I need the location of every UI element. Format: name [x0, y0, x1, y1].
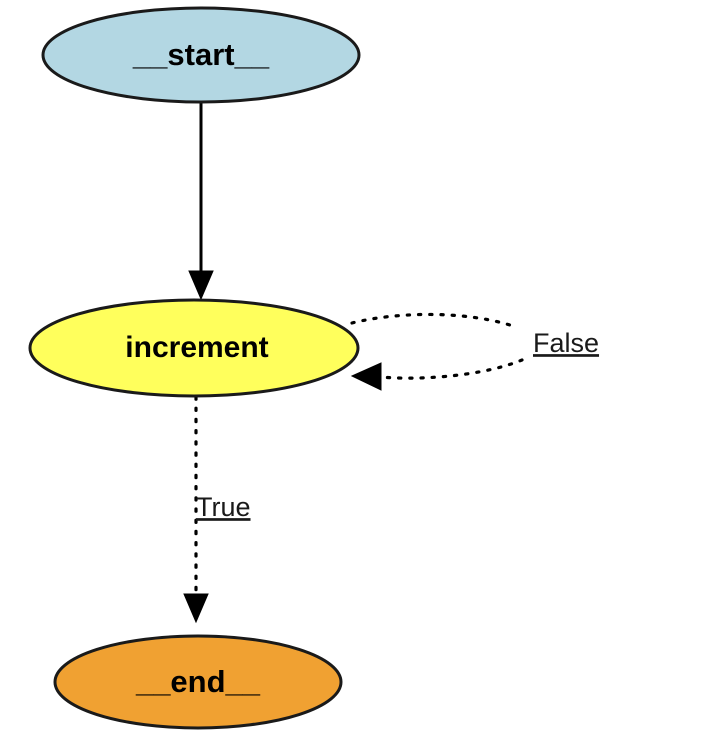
arrowhead-self-loop: [350, 362, 382, 391]
edge-line-self-loop-upper: [350, 312, 518, 329]
node-increment-ellipse[interactable]: [28, 298, 360, 398]
node-increment-label: increment: [125, 331, 268, 364]
edge-line-self-loop-lower: [380, 358, 524, 380]
node-start-label: __start__: [132, 37, 270, 72]
node-end-label: __end__: [135, 664, 261, 699]
node-end-ellipse[interactable]: [53, 634, 343, 730]
edge-start-to-increment[interactable]: [188, 103, 214, 301]
edge-label-false: False: [533, 328, 599, 358]
arrowhead-start-to-increment: [188, 270, 214, 301]
edge-increment-self-loop[interactable]: False: [350, 312, 599, 391]
node-start[interactable]: __start__: [41, 6, 361, 104]
node-increment[interactable]: increment: [28, 298, 360, 398]
edge-increment-to-end[interactable]: True: [183, 395, 251, 624]
node-end[interactable]: __end__: [53, 634, 343, 730]
node-start-ellipse[interactable]: [41, 6, 361, 104]
edge-label-true: True: [196, 492, 251, 522]
arrowhead-increment-to-end: [183, 593, 209, 624]
